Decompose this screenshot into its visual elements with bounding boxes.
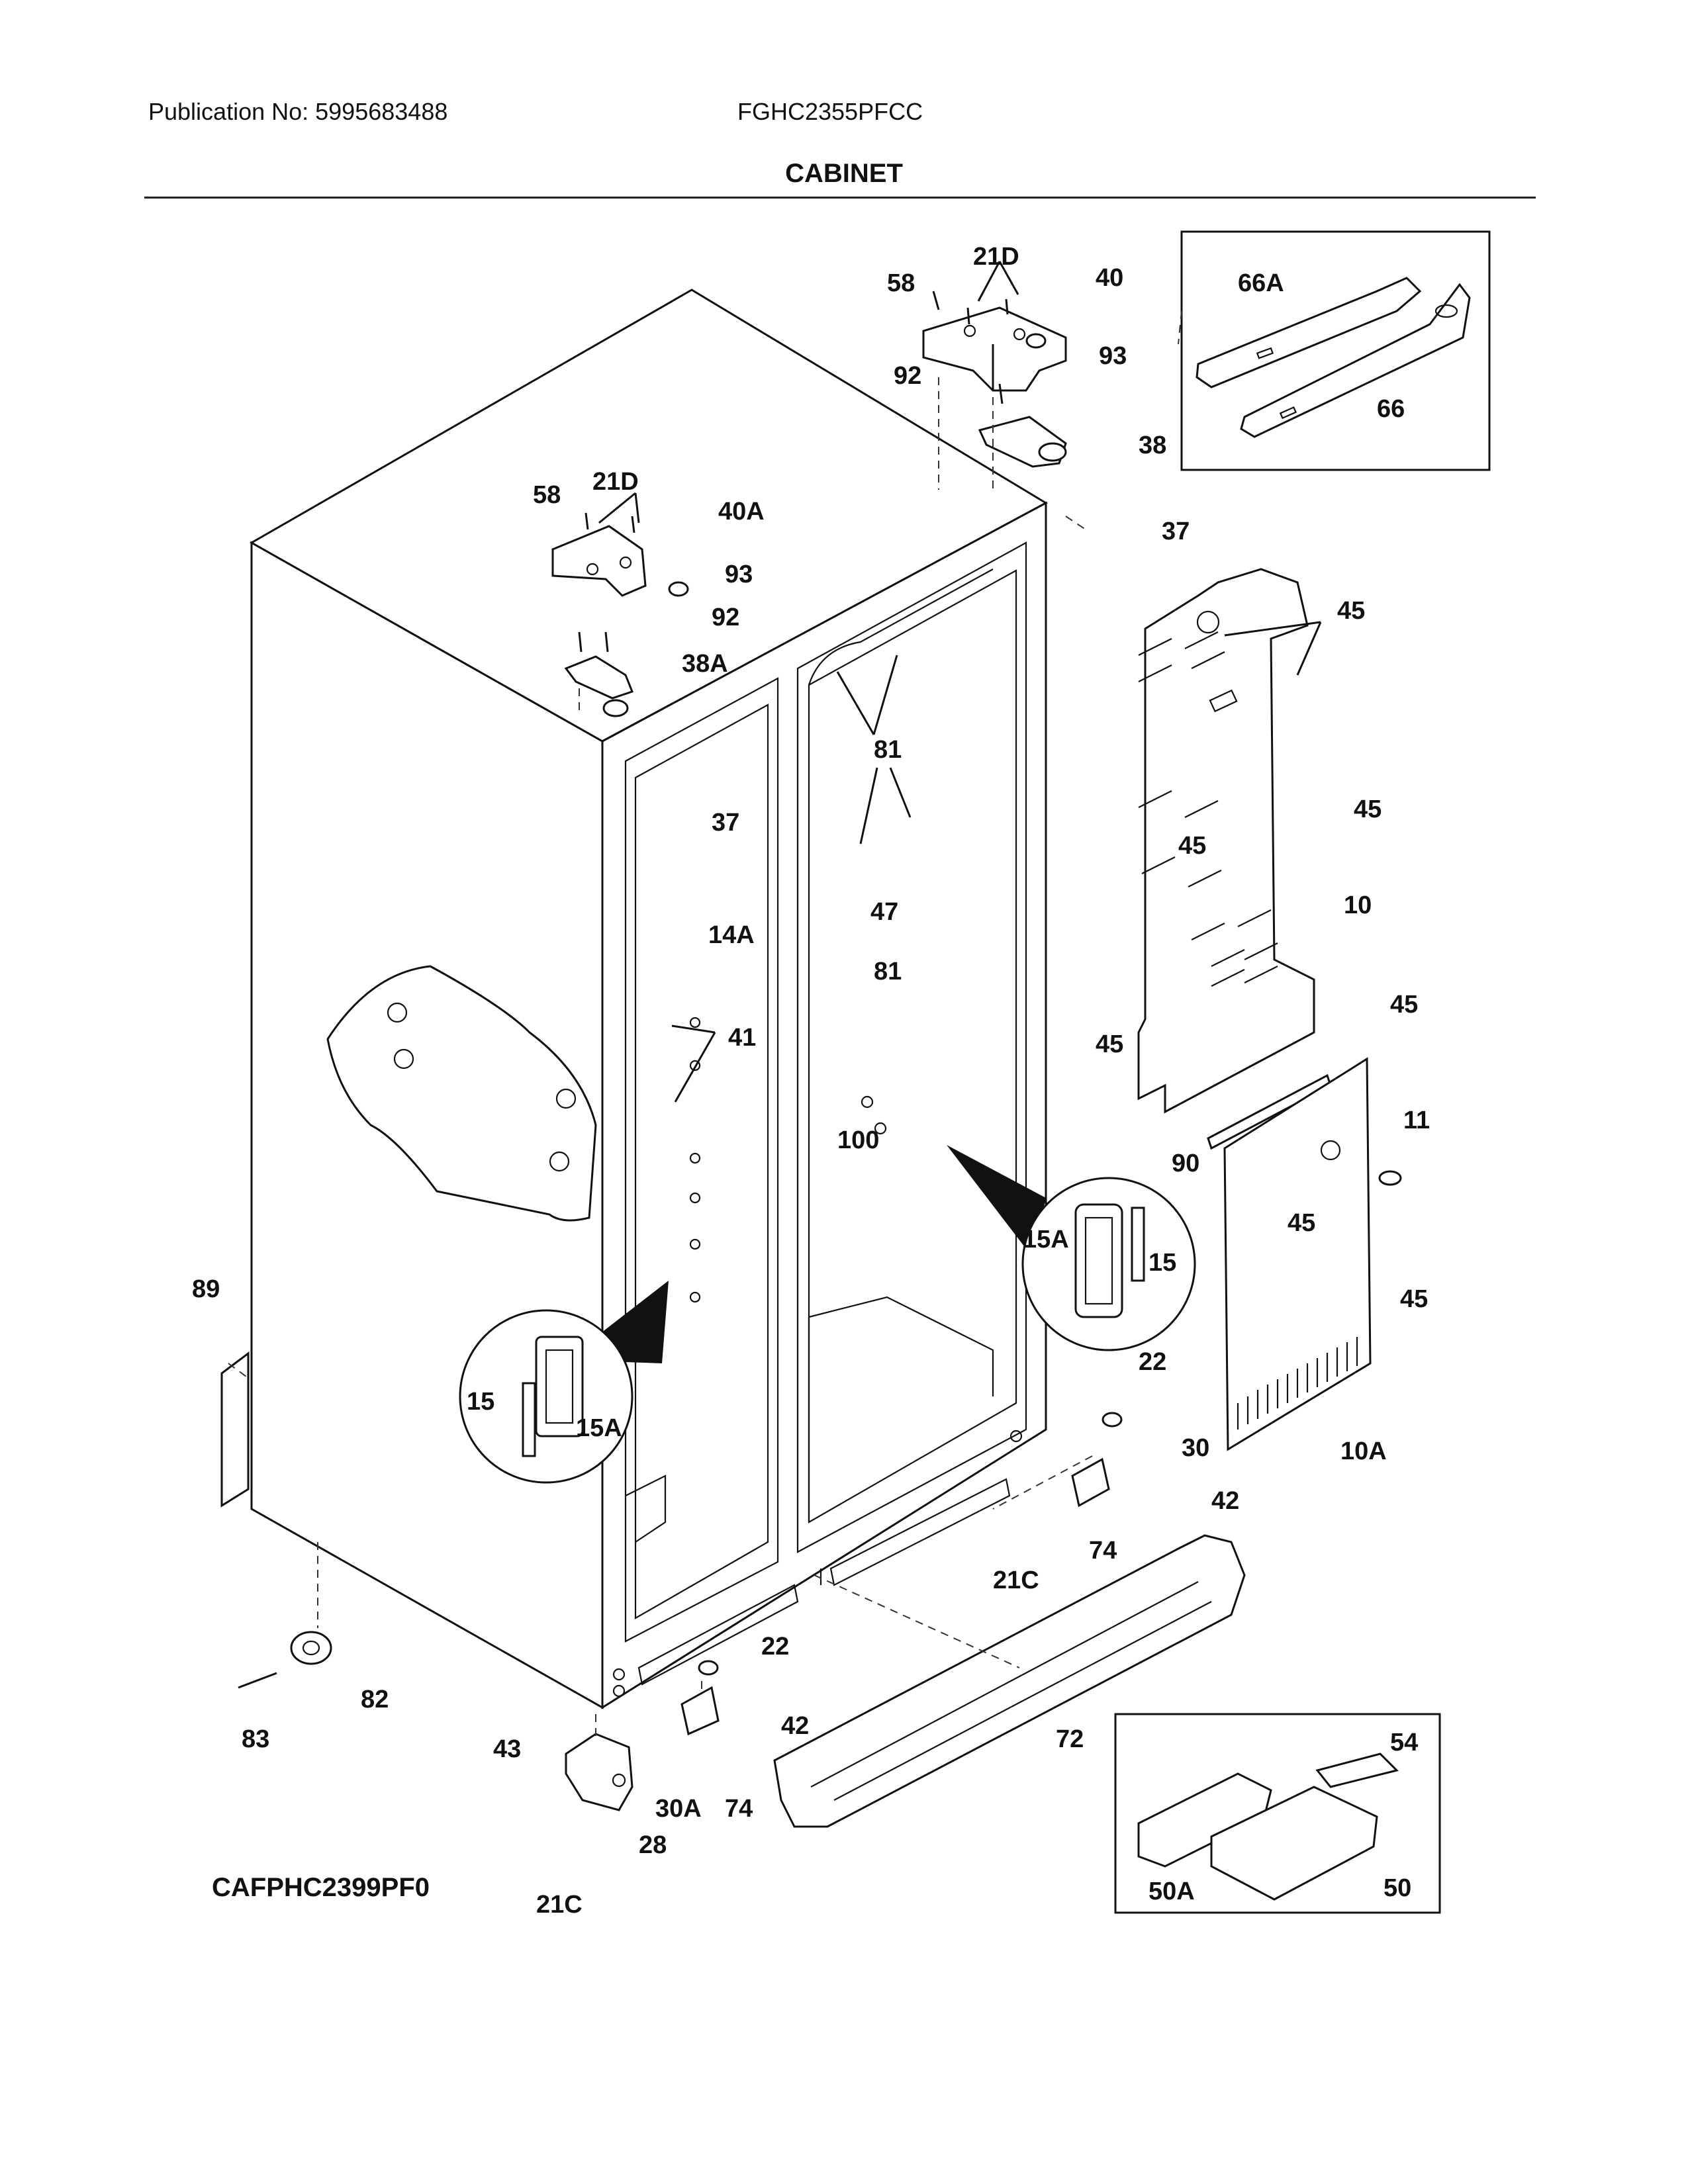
- callout-15: 15: [1149, 1249, 1176, 1277]
- plug-11: [1378, 1170, 1402, 1186]
- callout-15A: 15A: [576, 1414, 622, 1442]
- callout-38: 38: [1139, 432, 1166, 459]
- callout-10: 10: [1344, 891, 1372, 919]
- bracket-89: [220, 1351, 250, 1508]
- callout-93: 93: [725, 561, 753, 588]
- callout-21C: 21C: [993, 1567, 1039, 1594]
- bottom-grille-slots: [637, 1478, 1011, 1686]
- callout-37: 37: [712, 809, 739, 837]
- callout-74: 74: [1089, 1537, 1117, 1565]
- panel-10: [1137, 568, 1315, 1114]
- callout-45: 45: [1178, 832, 1206, 860]
- callout-58: 58: [533, 481, 561, 509]
- bracket-30A: [680, 1660, 720, 1736]
- callout-42: 42: [781, 1712, 809, 1740]
- callout-45: 45: [1096, 1030, 1123, 1058]
- callout-45: 45: [1337, 597, 1365, 625]
- callout-72: 72: [1056, 1725, 1084, 1753]
- callout-15: 15: [467, 1388, 494, 1416]
- callout-100: 100: [837, 1126, 879, 1154]
- callout-21D: 21D: [973, 243, 1019, 271]
- callout-22: 22: [1139, 1348, 1166, 1376]
- callout-28: 28: [639, 1831, 667, 1859]
- callout-90: 90: [1172, 1150, 1199, 1177]
- callout-14A: 14A: [708, 921, 755, 949]
- callout-42: 42: [1211, 1487, 1239, 1515]
- title-divider: [144, 197, 1536, 199]
- inset-box-50: [1114, 1713, 1441, 1914]
- callout-38A: 38A: [682, 650, 728, 678]
- callout-43: 43: [493, 1735, 521, 1763]
- callout-66: 66: [1377, 395, 1405, 423]
- callout-47: 47: [870, 898, 898, 926]
- callout-82: 82: [361, 1686, 389, 1713]
- callout-11: 11: [1403, 1107, 1430, 1134]
- rear-panel-10A: [1223, 1057, 1372, 1451]
- callout-92: 92: [894, 362, 921, 390]
- upper-left-hinge: [551, 512, 689, 717]
- callout-81: 81: [874, 958, 902, 985]
- callout-15A: 15A: [1023, 1226, 1069, 1253]
- toe-grille-72: [773, 1534, 1246, 1828]
- model-number: FGHC2355PFCC: [737, 98, 923, 125]
- callout-93: 93: [1099, 342, 1127, 370]
- inset-box-66: [1180, 230, 1491, 471]
- callout-66A: 66A: [1238, 269, 1284, 297]
- callout-89: 89: [192, 1275, 220, 1303]
- pin-83: [238, 1672, 277, 1689]
- publication-number: Publication No: 5995683488: [148, 98, 448, 125]
- catalog-code: CAFPHC2399PF0: [212, 1873, 430, 1902]
- callout-37: 37: [1162, 518, 1190, 545]
- callout-30: 30: [1182, 1434, 1209, 1462]
- callout-40A: 40A: [718, 498, 765, 525]
- callout-45: 45: [1390, 991, 1418, 1019]
- detail-circle-left: [459, 1281, 669, 1484]
- callout-10A: 10A: [1340, 1437, 1387, 1465]
- callout-92: 92: [712, 604, 739, 631]
- callout-83: 83: [242, 1725, 269, 1753]
- bracket-43: [565, 1733, 633, 1811]
- foam-insulation-patch: [326, 965, 597, 1222]
- callout-50: 50: [1383, 1874, 1411, 1902]
- leader-lines: [228, 261, 1322, 1741]
- detail-circle-right: [947, 1145, 1196, 1351]
- page-title: CABINET: [785, 159, 903, 188]
- callout-54: 54: [1390, 1729, 1418, 1756]
- caster-82: [290, 1631, 332, 1665]
- bracket-30: [1071, 1412, 1123, 1508]
- callout-50A: 50A: [1149, 1878, 1195, 1905]
- callout-30A: 30A: [655, 1795, 702, 1823]
- callout-45: 45: [1354, 796, 1382, 823]
- callout-58: 58: [887, 269, 915, 297]
- callout-40: 40: [1096, 264, 1123, 292]
- callout-21C: 21C: [536, 1891, 583, 1919]
- callout-45: 45: [1288, 1209, 1315, 1237]
- callout-41: 41: [728, 1024, 756, 1052]
- callout-21D: 21D: [592, 468, 639, 496]
- callout-22: 22: [761, 1633, 789, 1661]
- callout-81: 81: [874, 736, 902, 764]
- callout-labels: 58 21D 40 93 92 38 37 66A 66 58 21D 40A …: [192, 243, 1430, 1919]
- callout-45: 45: [1400, 1285, 1428, 1313]
- callout-74: 74: [725, 1795, 753, 1823]
- upper-right-hinge: [922, 291, 1067, 468]
